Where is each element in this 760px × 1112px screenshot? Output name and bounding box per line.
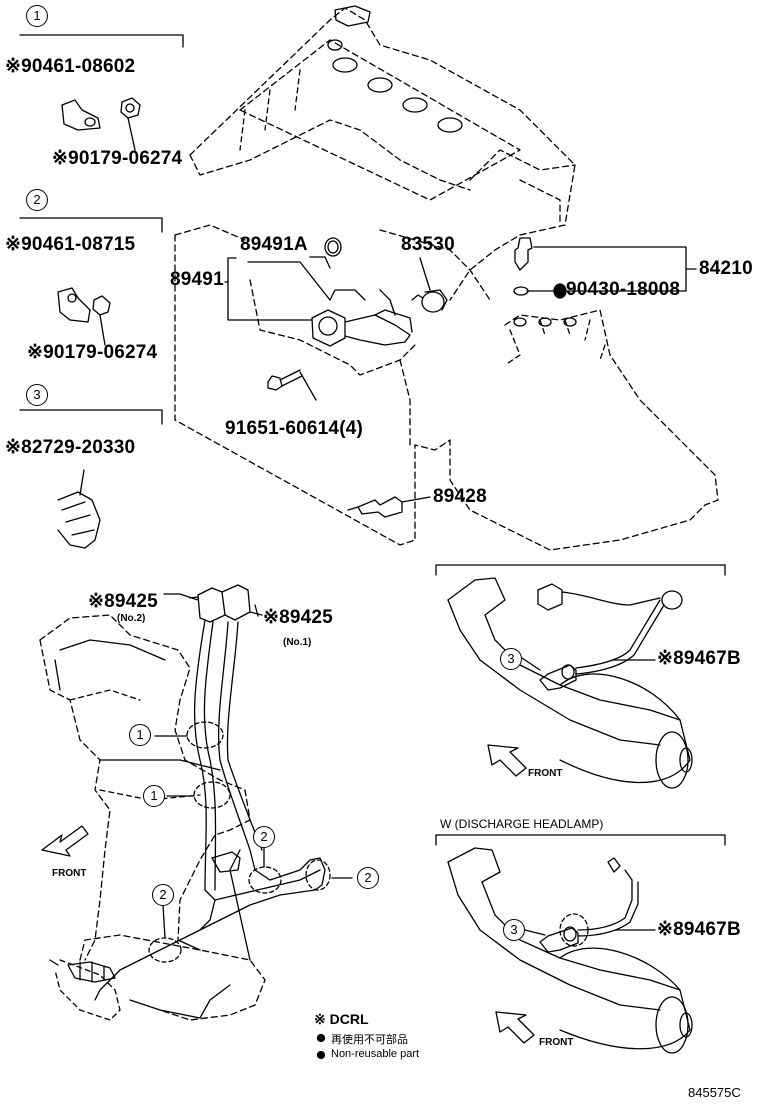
- part-90461-08715[interactable]: ※90461-08715: [5, 234, 136, 255]
- ref-2-b: 2: [357, 867, 379, 889]
- right-bottom-panel-drawing: [435, 834, 726, 1054]
- front-label-right-top: FRONT: [528, 768, 563, 779]
- sensor-wiring: [94, 584, 353, 1001]
- group-brackets: [19, 34, 184, 549]
- dcrl-note: ※ DCRL: [314, 1011, 369, 1027]
- ref-1-a: 1: [129, 724, 151, 746]
- right-top-panel-drawing: [435, 564, 726, 789]
- ref-3-top: 3: [500, 648, 522, 670]
- discharge-headlamp-title: W (DISCHARGE HEADLAMP): [440, 817, 604, 831]
- engine-leader-lines: [224, 246, 697, 503]
- non-reusable-jp: 再使用不可部品: [331, 1034, 408, 1046]
- part-91651-60614[interactable]: 91651-60614(4): [225, 418, 364, 439]
- part-90430-18008[interactable]: 90430-18008: [566, 279, 681, 300]
- group-2-number: 2: [26, 189, 48, 211]
- front-arrow-left: [41, 825, 89, 857]
- front-label-left: FRONT: [52, 868, 87, 879]
- part-89491A[interactable]: 89491A: [240, 234, 308, 255]
- ref-2-a: 2: [253, 826, 275, 848]
- part-84210[interactable]: 84210: [699, 258, 753, 279]
- bullet-en: [316, 1050, 326, 1060]
- part-83530[interactable]: 83530: [401, 234, 455, 255]
- part-89467B-top[interactable]: ※89467B: [657, 648, 741, 669]
- group-3-number: 3: [26, 384, 48, 406]
- part-89425-no1[interactable]: ※89425: [263, 607, 333, 628]
- engine-block-drawing: [174, 5, 719, 551]
- non-reusable-en: Non-reusable part: [331, 1048, 420, 1060]
- engine-parts-drawings: [267, 237, 567, 518]
- group-1-number: 1: [26, 5, 48, 27]
- part-90179-06274-a[interactable]: ※90179-06274: [52, 148, 183, 169]
- ref-2-c: 2: [152, 884, 174, 906]
- diagram-code: 845575C: [688, 1085, 741, 1100]
- bullet-jp: [316, 1033, 326, 1043]
- part-90461-08602[interactable]: ※90461-08602: [5, 56, 136, 77]
- part-90179-06274-b[interactable]: ※90179-06274: [27, 342, 158, 363]
- ref-3-bottom: 3: [503, 919, 525, 941]
- part-82729-20330[interactable]: ※82729-20330: [5, 437, 136, 458]
- exhaust-manifold-drawing: [39, 614, 266, 1021]
- ref-1-b: 1: [143, 785, 165, 807]
- part-89425-no1-sub: (No.1): [283, 637, 312, 648]
- front-label-right-bottom: FRONT: [539, 1037, 574, 1048]
- part-89425-no2[interactable]: ※89425: [88, 591, 158, 612]
- part-89428[interactable]: 89428: [433, 486, 487, 507]
- part-89491[interactable]: 89491: [170, 269, 224, 290]
- part-89467B-bottom[interactable]: ※89467B: [657, 919, 741, 940]
- part-89425-no2-sub: (No.2): [117, 613, 146, 624]
